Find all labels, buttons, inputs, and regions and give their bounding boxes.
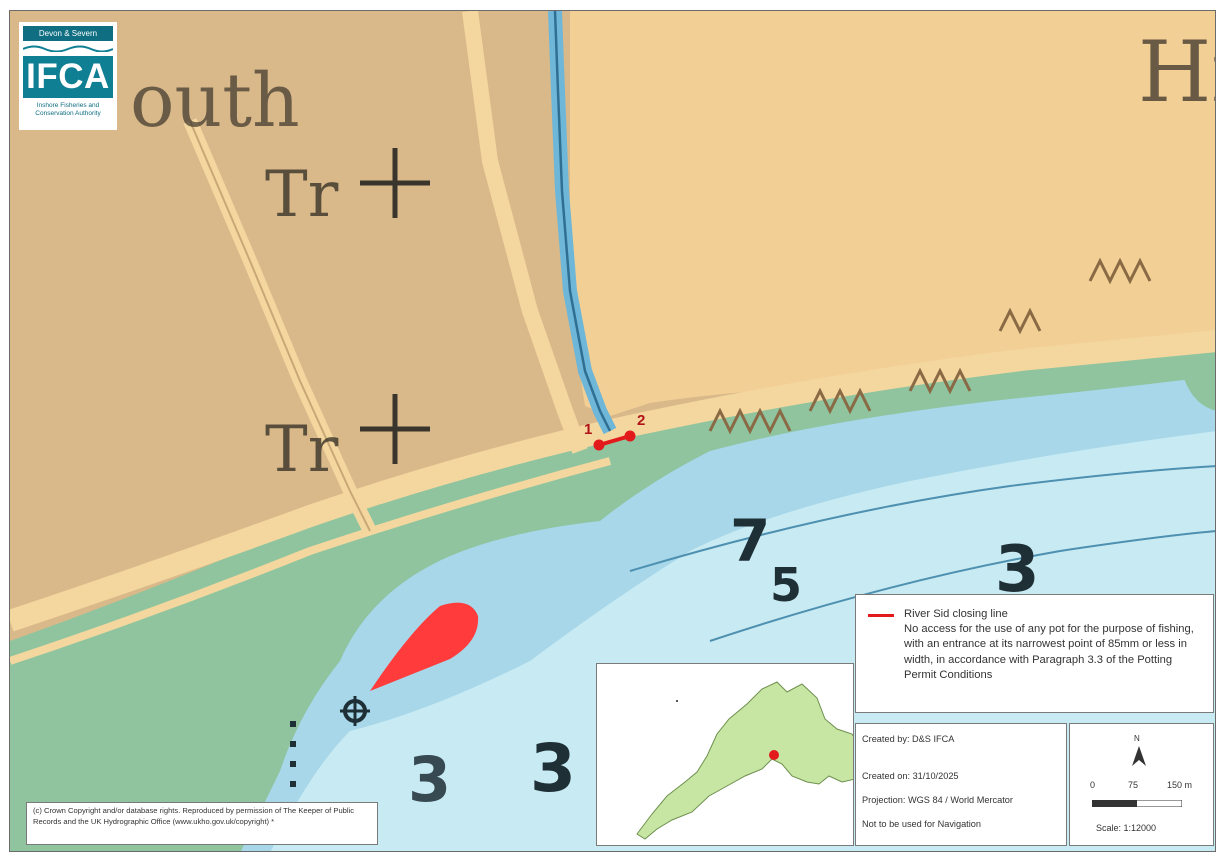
built-up-area (570, 11, 1215, 416)
closing-point-2[interactable] (624, 430, 636, 442)
legend-title: River Sid closing line (904, 608, 1008, 620)
inset-peninsula (636, 681, 853, 840)
logo-org-band: Devon & Severn (23, 26, 113, 41)
ifca-logo: Devon & Severn IFCA Inshore Fisheries an… (19, 22, 117, 130)
logo-acronym: IFCA (23, 56, 113, 98)
river-sid-centerline (553, 11, 612, 432)
tower-cross-icon-1 (360, 148, 430, 218)
projection: Projection: WGS 84 / World Mercator (862, 795, 1013, 805)
place-name-left: outh (130, 58, 300, 144)
north-label: N (1134, 734, 1140, 743)
sounding-4: 3 (530, 730, 576, 807)
intertidal-east (1175, 338, 1215, 411)
rock-symbol-icon (340, 696, 370, 726)
inset-map-svg (636, 681, 853, 840)
road-west-edge (189, 120, 371, 532)
shallow-water (10, 355, 1215, 851)
tower-label-1: Tr (265, 158, 339, 232)
coastal-road (10, 457, 612, 665)
depth-contour-1 (629, 465, 1215, 572)
navigation-warning: Not to be used for Navigation (862, 819, 981, 829)
scale-tick-150: 150 m (1167, 780, 1193, 790)
closing-point-label-1: 1 (584, 421, 593, 438)
inset-island-dot (676, 700, 678, 702)
closing-point-1[interactable] (593, 439, 605, 451)
inset-map[interactable] (596, 663, 854, 846)
copyright-notice: (c) Crown Copyright and/or database righ… (26, 802, 378, 845)
north-arrow-icon (1132, 746, 1146, 766)
legend-panel: River Sid closing line No access for the… (855, 594, 1214, 713)
info-panel: Created by: D&S IFCA Created on: 31/10/2… (855, 723, 1067, 846)
closing-point-label-2: 2 (637, 412, 646, 429)
intertidal-zone (10, 346, 1215, 851)
legend-description: No access for the use of any pot for the… (904, 623, 1194, 681)
legend-red-line-swatch (868, 614, 894, 617)
sounding-2: 5 (770, 558, 802, 612)
created-on: Created on: 31/10/2025 (862, 771, 959, 781)
road-center (462, 11, 588, 454)
inset-location-marker (769, 750, 779, 760)
scale-panel: N 0 75 150 m Scale: 1:12000 (1069, 723, 1214, 846)
scale-bar (1092, 800, 1182, 807)
logo-subtitle: Inshore Fisheries and Conservation Autho… (35, 102, 101, 117)
sounding-1: 7 (730, 507, 770, 575)
coastal-strip (10, 330, 1215, 632)
cliff-hatching (708, 257, 1152, 435)
scale-tick-75: 75 (1128, 780, 1139, 790)
scale-tick-0: 0 (1090, 780, 1096, 790)
tower-cross-icon-2 (360, 394, 430, 464)
place-name-right: Hi (1138, 23, 1216, 121)
restricted-area (370, 602, 479, 691)
sounding-5: 3 (408, 743, 451, 816)
wave-icon (23, 45, 113, 52)
depth-contour-2 (709, 530, 1215, 642)
created-by: Created by: D&S IFCA (862, 734, 955, 744)
tower-label-2: Tr (265, 413, 339, 487)
dotted-boundary (290, 721, 296, 787)
scale-ratio: Scale: 1:12000 (1096, 823, 1157, 833)
